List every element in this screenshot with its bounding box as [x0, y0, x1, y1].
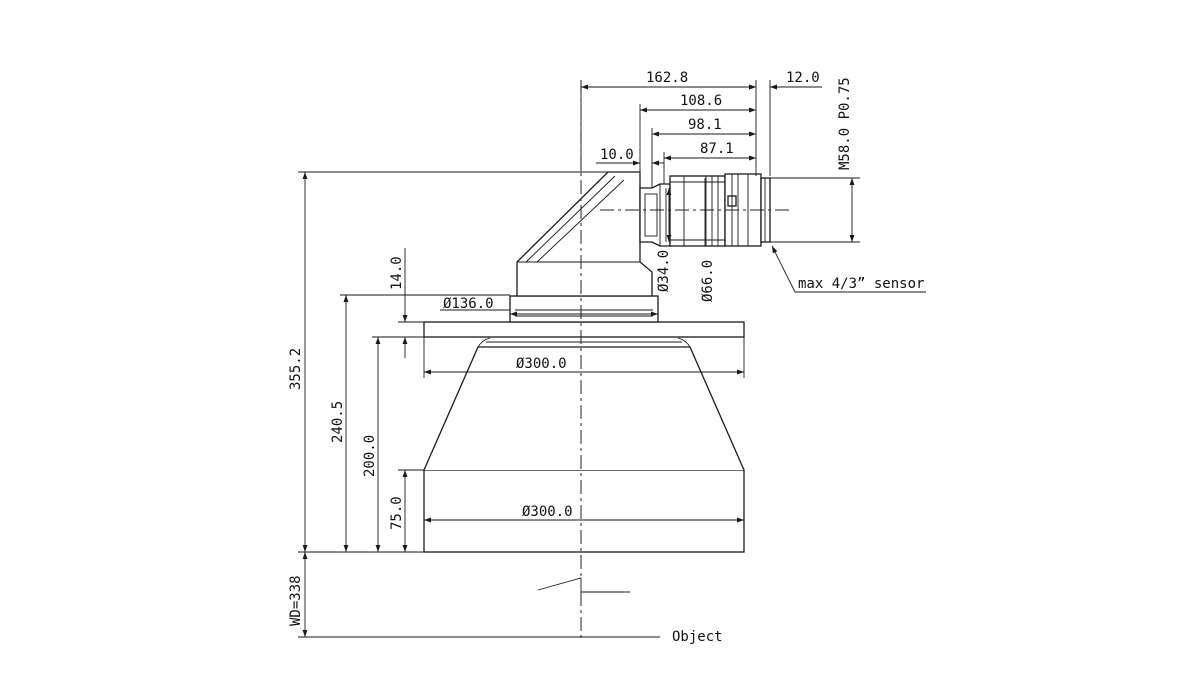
- dim-200-0: 200.0: [362, 435, 378, 477]
- object-label: Object: [672, 629, 723, 645]
- mount-block: [509, 295, 659, 323]
- dim-12-0: 12.0: [786, 70, 820, 86]
- sensor-leader: [771, 245, 796, 293]
- mirror-housing: [516, 171, 653, 297]
- dia-34: Ø34.0: [656, 250, 672, 292]
- horizontal-diameters: Ø136.0 Ø300.0 Ø300.0: [423, 296, 745, 523]
- sensor-label: max 4/3” sensor: [798, 276, 924, 292]
- sensor-callout: max 4/3” sensor: [771, 245, 926, 293]
- mirror-plane-line: [525, 175, 616, 263]
- cone-fillet: [477, 337, 691, 348]
- barrel: [669, 175, 726, 247]
- mirror-plane-line-2: [536, 179, 625, 263]
- lens-body: [423, 171, 771, 553]
- thread-dimension: M58.0 P0.75: [770, 77, 860, 243]
- top-dimensions: 162.8 12.0 108.6 98.1 87.1 10.0: [580, 70, 822, 188]
- neck-ring: [644, 193, 658, 237]
- dia-300-top: Ø300.0: [516, 356, 567, 372]
- bottom-cylinder: [423, 469, 745, 553]
- dim-355-2: 355.2: [288, 348, 304, 390]
- thread-spec: M58.0 P0.75: [837, 77, 853, 170]
- break-symbol: [537, 577, 630, 593]
- dia-136: Ø136.0: [443, 296, 494, 312]
- dim-14-0: 14.0: [389, 256, 405, 290]
- neck: [639, 183, 671, 247]
- dim-98-1: 98.1: [688, 117, 722, 133]
- flange-plate: [423, 321, 745, 338]
- dia-300-bottom: Ø300.0: [522, 504, 573, 520]
- working-distance: WD=338: [288, 575, 304, 626]
- dim-162-8: 162.8: [646, 70, 688, 86]
- neck-diameters: Ø34.0 Ø66.0: [656, 178, 716, 302]
- dia-66: Ø66.0: [700, 260, 716, 302]
- dim-75-0: 75.0: [389, 496, 405, 530]
- dim-10-0: 10.0: [600, 147, 634, 163]
- dim-87-1: 87.1: [700, 141, 734, 157]
- cone-body: [423, 346, 745, 471]
- lock-screw: [727, 195, 737, 207]
- dim-108-6: 108.6: [680, 93, 722, 109]
- vertical-dimensions: 355.2 240.5 200.0 75.0 14.0 WD=338: [288, 171, 660, 638]
- dim-240-5: 240.5: [330, 401, 346, 443]
